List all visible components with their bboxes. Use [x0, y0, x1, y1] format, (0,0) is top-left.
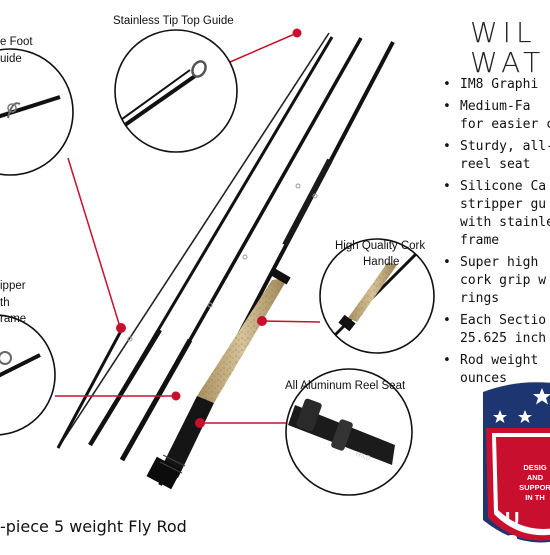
feature-line: Sturdy, all- — [460, 139, 550, 154]
brand-line1: WIL — [470, 16, 537, 49]
tip-top-detail — [114, 29, 238, 153]
rod-butt-section — [146, 41, 395, 490]
feature-list: IM8 GraphiMedium-Fa for easier c Sturdy, a… — [443, 76, 550, 392]
star-icon — [493, 388, 550, 423]
badge-usa: U S — [505, 509, 526, 554]
reel-seat — [160, 396, 214, 478]
badge-line1: DESIG — [523, 463, 547, 472]
rod-tip-section — [56, 32, 330, 449]
cork-label-line1: High Quality Cork — [335, 240, 426, 252]
stripper-label-line2: th — [0, 297, 10, 309]
feature-line: Each Sectio — [460, 313, 547, 328]
feature-line: IM8 Graphi — [460, 77, 539, 92]
feature-line: Rod weight — [460, 353, 539, 368]
snake-guide-label-line2: uide — [0, 53, 22, 65]
badge-line4: IN TH — [525, 493, 545, 502]
feature-line: stripper gu — [460, 197, 547, 212]
badge-line2: AND — [526, 473, 544, 482]
feature-line: frame — [460, 233, 500, 248]
stripper-label-line3: rame — [0, 313, 27, 325]
cork-label-line2: Handle — [363, 256, 400, 268]
usa-shield-badge — [483, 382, 550, 543]
rod-section-3 — [119, 37, 363, 462]
feature-item: Medium-Fa for easier c — [443, 98, 550, 134]
feature-item: Super high cork grip w rings — [443, 254, 550, 308]
brand-logo: WIL WAT — [470, 18, 545, 78]
stripper-label-line1: ipper — [0, 280, 26, 292]
feature-line: with stainle — [460, 215, 550, 230]
rod-section-2 — [88, 36, 334, 447]
feature-line: Silicone Ca — [460, 179, 547, 194]
snake-guide-label-line1: e Foot — [0, 36, 33, 48]
callout-lines — [55, 32, 321, 424]
feature-line: cork grip w — [460, 273, 547, 288]
callout-dots — [116, 28, 302, 428]
feature-item: Each Sectio 25.625 inch — [443, 312, 550, 348]
feature-line: Medium-Fa — [460, 99, 531, 114]
stripper-guide-detail — [0, 314, 56, 436]
badge-line3: SUPPOR — [519, 483, 550, 492]
tip-top-label: Stainless Tip Top Guide — [113, 15, 234, 27]
feature-line: 25.625 inch — [460, 331, 547, 346]
badge-text: DESIG AND SUPPOR IN TH — [505, 463, 550, 503]
reel-seat-label: All Aluminum Reel Seat — [285, 380, 406, 392]
feature-item: Sturdy, all-reel seat — [443, 138, 550, 174]
snake-guide-detail — [0, 48, 74, 176]
feature-line: ounces — [460, 371, 507, 386]
feature-item: Rod weight ounces — [443, 352, 550, 388]
feature-line: for easier c — [460, 117, 550, 132]
cork-detail — [319, 238, 435, 354]
brand-line2: WAT — [470, 46, 546, 79]
feature-item: Silicone Ca stripper gu with stainle frame — [443, 178, 550, 250]
feature-line: reel seat — [460, 157, 531, 172]
feature-line: Super high — [460, 255, 539, 270]
feature-item: IM8 Graphi — [443, 76, 550, 94]
product-caption: -piece 5 weight Fly Rod — [0, 517, 187, 536]
feature-line: rings — [460, 291, 500, 306]
reel-seat-detail: WILD — [285, 368, 413, 496]
